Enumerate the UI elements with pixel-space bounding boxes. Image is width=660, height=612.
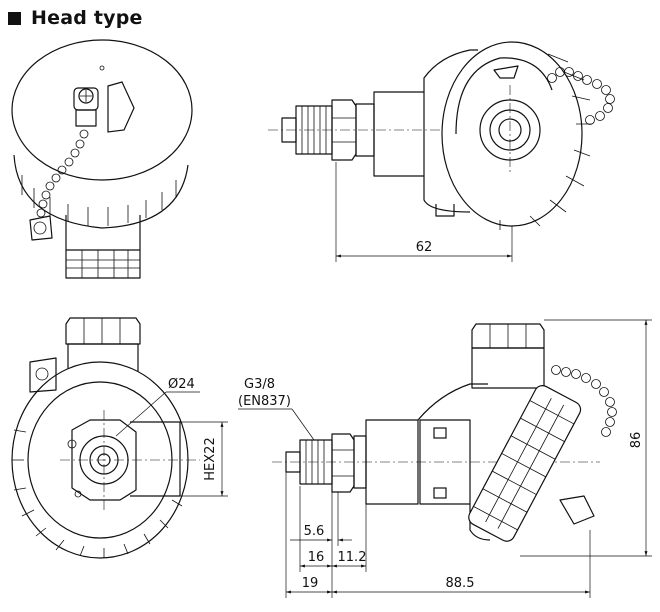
- dimension-hex22: HEX22: [203, 437, 218, 480]
- dimension-11-2: 11.2: [338, 550, 367, 565]
- dimension-5-6: 5.6: [304, 524, 325, 539]
- thread-standard-label: (EN837): [238, 394, 291, 409]
- view-top-right: 62: [268, 41, 615, 262]
- view-bottom-right: G3/8 (EN837) 5.6 16 11.2 19 88.5 86: [238, 319, 652, 598]
- view-bottom-left: Ø24 HEX22: [11, 317, 228, 559]
- header-square-icon: [8, 11, 21, 25]
- thread-label: G3/8: [244, 377, 275, 392]
- dimension-dia24: Ø24: [168, 377, 195, 392]
- dimension-62: 62: [416, 240, 433, 255]
- section-header: Head type: [8, 4, 143, 32]
- dimension-86: 86: [629, 432, 644, 449]
- dimension-19: 19: [302, 576, 319, 591]
- view-top-left: [11, 39, 193, 279]
- dimension-16: 16: [308, 550, 325, 565]
- dimension-88-5: 88.5: [446, 576, 475, 591]
- section-title: Head type: [31, 7, 143, 29]
